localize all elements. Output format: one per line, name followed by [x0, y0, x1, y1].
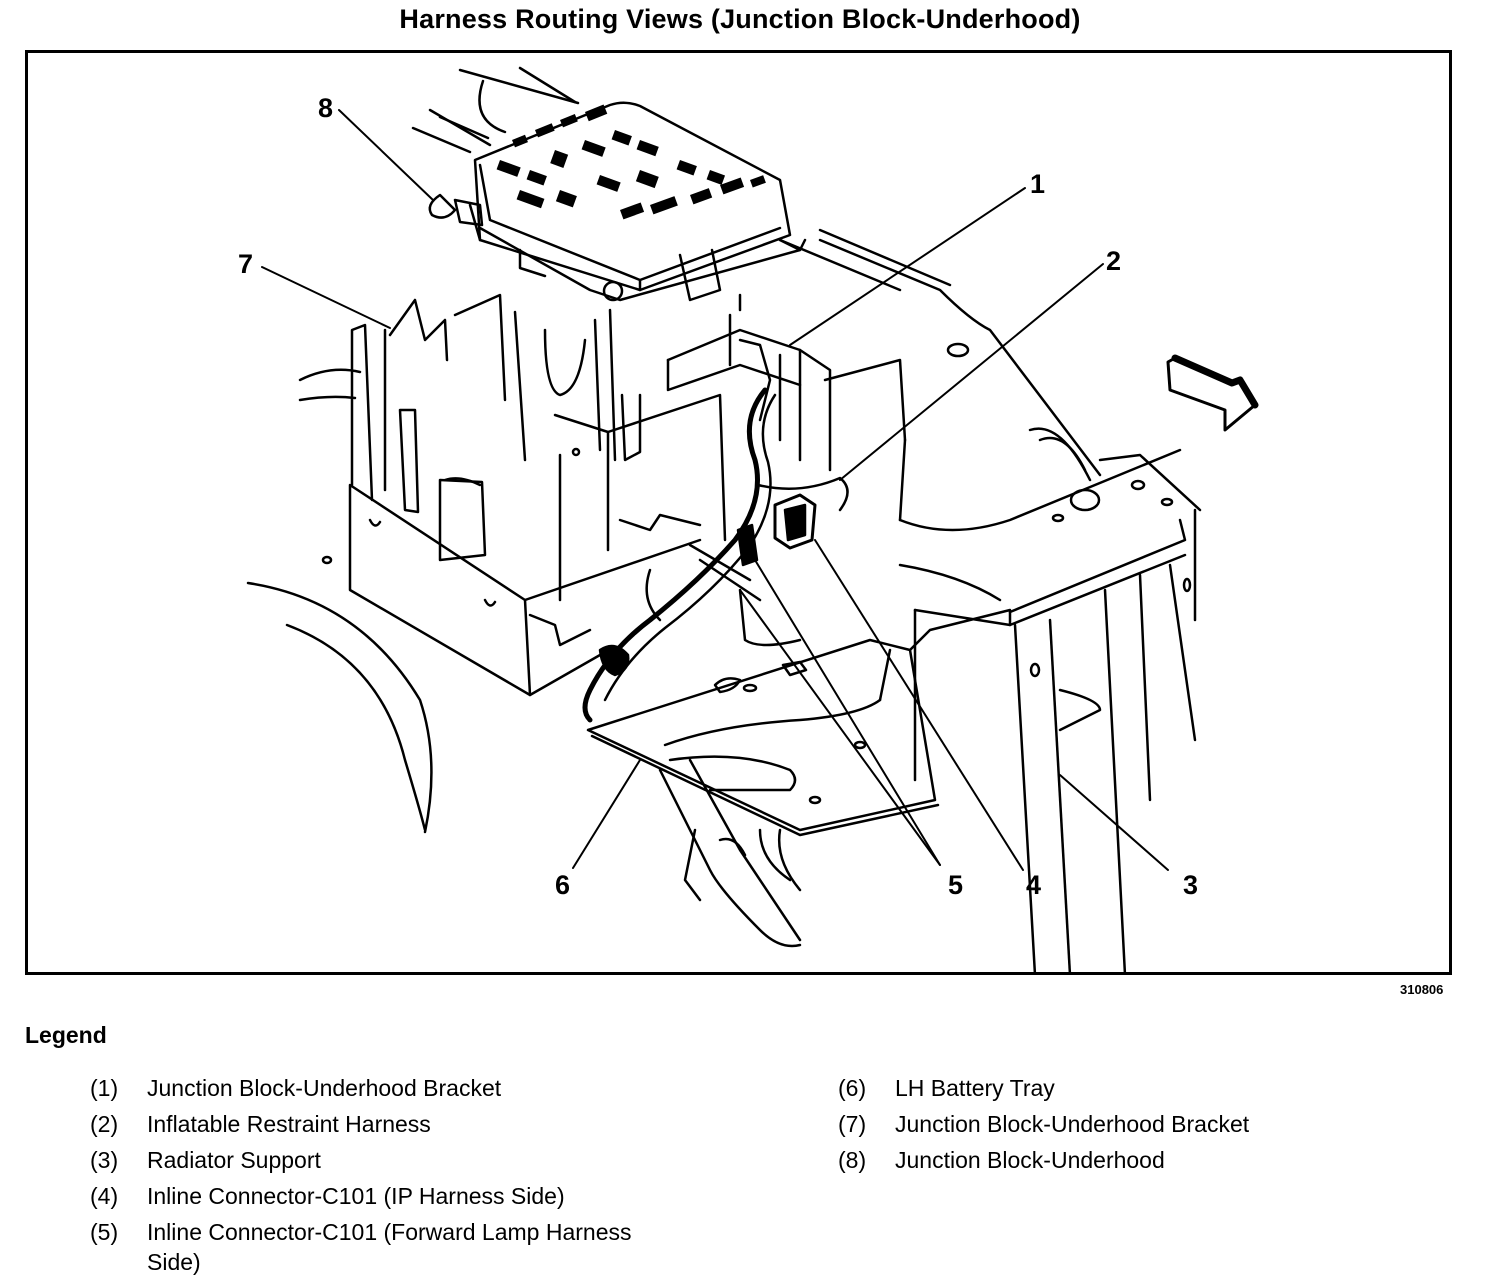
legend-column-right: (6) LH Battery Tray (7) Junction Block-U…	[838, 1070, 1455, 1178]
callout-5: 5	[948, 870, 963, 900]
legend-item: (8) Junction Block-Underhood	[838, 1142, 1455, 1178]
legend-label: Inflatable Restraint Harness	[147, 1111, 431, 1137]
junction-block-bracket-lh	[348, 293, 727, 697]
legend-label: LH Battery Tray	[895, 1075, 1055, 1101]
legend-number: (1)	[90, 1075, 119, 1101]
leader-4	[814, 539, 1024, 871]
illustration-frame: 8 7 1 2 3 4 5 6	[25, 50, 1452, 975]
leader-8	[338, 109, 434, 201]
legend-item: (7) Junction Block-Underhood Bracket	[838, 1106, 1455, 1142]
diagram-title: Harness Routing Views (Junction Block-Un…	[399, 4, 1081, 34]
callout-1: 1	[1030, 169, 1045, 199]
leader-6	[572, 759, 641, 869]
callout-8: 8	[318, 93, 333, 123]
forward-arrow-icon	[1166, 354, 1259, 432]
legend-label: Inline Connector-C101 (Forward Lamp Harn…	[147, 1219, 632, 1275]
callout-6: 6	[555, 870, 570, 900]
legend-number: (5)	[90, 1219, 119, 1245]
leader-5a	[754, 559, 941, 866]
legend-number: (3)	[90, 1147, 119, 1173]
legend-item: (1) Junction Block-Underhood Bracket	[90, 1070, 707, 1106]
legend-label: Inline Connector-C101 (IP Harness Side)	[147, 1183, 565, 1209]
fender-arcs	[246, 368, 433, 834]
leader-5b	[739, 589, 941, 866]
legend-number: (6)	[838, 1075, 867, 1101]
legend-title: Legend	[25, 1022, 107, 1048]
legend-number: (4)	[90, 1183, 119, 1209]
legend-label: Radiator Support	[147, 1147, 321, 1173]
legend-item: (3) Radiator Support	[90, 1142, 707, 1178]
callout-7: 7	[238, 249, 253, 279]
legend-label: Junction Block-Underhood Bracket	[147, 1075, 502, 1101]
leader-3	[1059, 774, 1169, 871]
legend-number: (2)	[90, 1111, 119, 1137]
leader-1	[789, 187, 1026, 346]
callout-3: 3	[1183, 870, 1198, 900]
legend-item: (2) Inflatable Restraint Harness	[90, 1106, 707, 1142]
callout-4: 4	[1026, 870, 1041, 900]
callout-2: 2	[1106, 246, 1121, 276]
leader-2	[839, 263, 1104, 481]
inline-connector-c101	[598, 493, 817, 677]
legend-label: Junction Block-Underhood Bracket	[895, 1111, 1250, 1137]
legend-label: Junction Block-Underhood	[895, 1147, 1165, 1173]
legend-item: (4) Inline Connector-C101 (IP Harness Si…	[90, 1178, 707, 1214]
junction-block-underhood	[428, 101, 807, 312]
lower-cable	[658, 758, 802, 948]
lh-battery-tray	[586, 608, 1012, 837]
leader-7	[261, 266, 391, 329]
figure-id: 310806	[1400, 982, 1444, 997]
fuse-grid	[496, 104, 766, 220]
callout-leaders	[261, 109, 1169, 871]
legend-item: (6) LH Battery Tray	[838, 1070, 1455, 1106]
legend-number: (7)	[838, 1111, 867, 1137]
radiator-support	[818, 238, 1202, 975]
legend-number: (8)	[838, 1147, 867, 1173]
legend-item: (5) Inline Connector-C101 (Forward Lamp …	[90, 1214, 707, 1277]
junction-block-bracket-rh	[666, 313, 907, 522]
harness-routing-illustration: 8 7 1 2 3 4 5 6	[238, 66, 1259, 975]
legend-column-left: (1) Junction Block-Underhood Bracket (2)…	[90, 1070, 707, 1277]
